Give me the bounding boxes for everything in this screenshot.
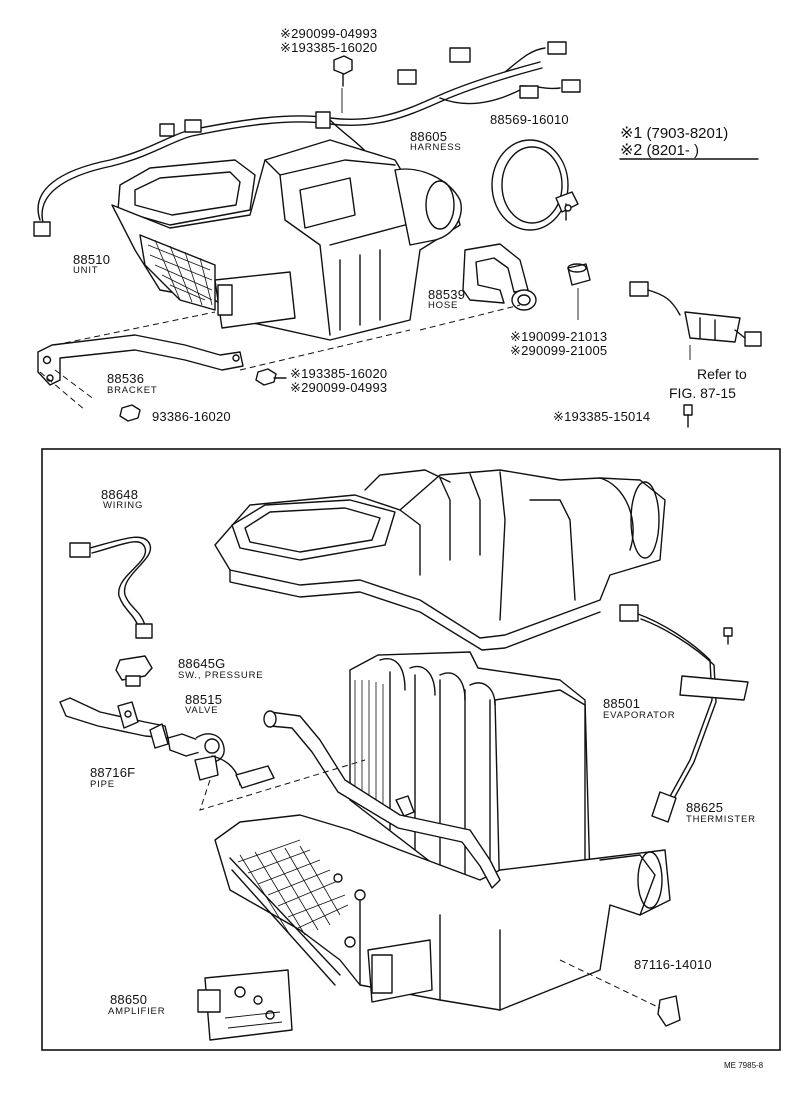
bolt-mid-label-2: ※290099-04993: [290, 380, 388, 395]
refer-to-line-1: Refer to: [697, 366, 747, 382]
upper-case: [214, 469, 666, 651]
hose-part-number: 88539: [428, 287, 466, 302]
wiring-part-number: 88648: [101, 487, 139, 502]
evaporator-part-number: 88501: [603, 696, 641, 711]
bolt-bracket-label: 93386-16020: [152, 409, 231, 424]
legend-row-1: ※1 (7903-8201): [620, 126, 728, 142]
valve-part: [167, 733, 275, 789]
legend-range-1: (7903-8201): [646, 125, 729, 142]
amplifier-part-number: 88650: [110, 992, 148, 1007]
amplifier-part-name: AMPLIFIER: [108, 1006, 166, 1017]
bracket-part-name: BRACKET: [107, 385, 158, 396]
heater-unit-housing: [111, 139, 462, 341]
thermister-part: [619, 604, 749, 823]
band-part-number: 88569-16010: [490, 112, 569, 127]
grommet-part: [567, 263, 591, 320]
valve-part-name: VALVE: [185, 705, 219, 716]
pressure-switch-part: [115, 655, 153, 687]
legend-mark-1: ※1: [620, 125, 643, 142]
pipe-part-number: 88716F: [90, 765, 136, 780]
legend-row-2: ※2 (8201- ): [620, 143, 699, 159]
thermister-part-name: THERMISTER: [686, 814, 756, 825]
pipe-part: [59, 697, 169, 749]
bolt-mid-label-1: ※193385-16020: [290, 366, 388, 381]
hose-part-name: HOSE: [428, 300, 459, 311]
bolt-top-label-2: ※193385-16020: [280, 40, 378, 55]
bolt-mid-leader: [239, 329, 411, 371]
band-clamp: [491, 139, 579, 231]
harness-part-name: HARNESS: [410, 142, 462, 153]
amplifier-part: [197, 969, 293, 1041]
bracket-part: [37, 334, 244, 411]
refer-to-line-2: FIG. 87-15: [669, 385, 736, 401]
harness-wire: [33, 41, 581, 237]
lower-frame: [41, 448, 781, 1051]
harness-part-number: 88605: [410, 129, 448, 144]
bolt-mid-icon: [255, 368, 287, 386]
grommet-label-1: ※190099-21013: [510, 329, 608, 344]
evaporator-core: [349, 651, 591, 906]
unit-part-number: 88510: [73, 252, 111, 267]
pipe-part-name: PIPE: [90, 779, 115, 790]
switch-part-name: SW., PRESSURE: [178, 670, 264, 681]
switch-part-number: 88645G: [178, 656, 226, 671]
bolt-top-icon: [333, 55, 353, 113]
clip-part: [559, 959, 681, 1027]
bolt-right-icon: [683, 404, 693, 428]
evaporator-part-name: EVAPORATOR: [603, 710, 676, 721]
hose-part: [462, 243, 537, 311]
legend-range-2: (8201- ): [646, 142, 700, 159]
wiring-part-name: WIRING: [103, 500, 144, 511]
unit-part-name: UNIT: [73, 265, 99, 276]
figure-code: ME 7985-8: [724, 1061, 764, 1070]
hose-leader: [419, 304, 521, 331]
legend-mark-2: ※2: [620, 142, 643, 159]
valve-part-number: 88515: [185, 692, 223, 707]
wiring-part: [69, 536, 153, 639]
valve-leader: [199, 759, 366, 811]
refer-wire-part: [629, 281, 762, 360]
bolt-top-label-1: ※290099-04993: [280, 26, 378, 41]
bolt-right-label: ※193385-15014: [553, 409, 651, 424]
bolt-bracket-icon: [119, 404, 141, 422]
bracket-leader: [54, 311, 216, 346]
bracket-part-number: 88536: [107, 371, 145, 386]
evap-pipe: [263, 710, 501, 889]
lower-case: [214, 814, 671, 1011]
clip-part-number: 87116-14010: [634, 957, 712, 972]
thermister-part-number: 88625: [686, 800, 724, 815]
grommet-label-2: ※290099-21005: [510, 343, 608, 358]
